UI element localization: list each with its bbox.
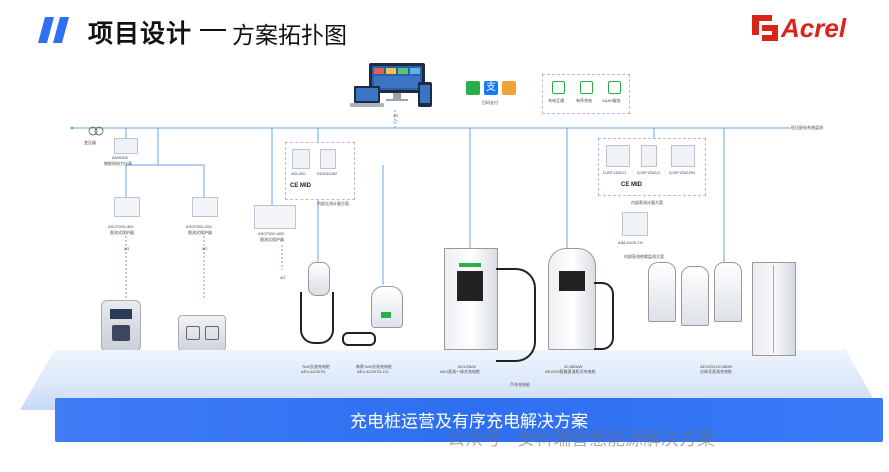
dc-meter-2-icon [641, 145, 657, 167]
dc-meter-model-3: DJSF1352-RN [669, 170, 696, 175]
page-subtitle: 方案拓扑图 [232, 22, 347, 48]
split-terminal-3-icon [714, 262, 742, 322]
power-cabinet-icon [752, 262, 796, 356]
ascp2-model: ASCP200-200 [186, 224, 212, 229]
charger-5-model: 分体式直流充电桩 [700, 369, 732, 374]
service-label-3: SAAS服务 [602, 98, 621, 103]
ascp3-net: 4G [280, 275, 286, 280]
aim-model: AIM-D100-TH [618, 240, 643, 245]
service-saas-icon [608, 81, 621, 94]
ev-group-label: 汽车充电桩 [510, 382, 530, 387]
aim-caption: 内部直流绝缘监测方案 [624, 254, 664, 259]
ascp1-model: ASCP200-300 [108, 224, 134, 229]
charger-2-model: AEV-AC007D-CU [357, 369, 389, 374]
transformer-icon [88, 123, 104, 136]
dc-meter-model-2: DJSF1352-D [637, 170, 661, 175]
ascp1-net: 4G [124, 246, 130, 251]
bus-left-label: 变压器 [84, 140, 96, 145]
ac-meter-box: ADL200 DDSD1352 CE MID [285, 142, 355, 200]
ac-meter-model-2: DDSD1352 [317, 171, 338, 176]
ascp1-desc: 限流式保护器 [110, 230, 134, 235]
ac-charger-cable-icon [300, 292, 334, 344]
ascp2-net: 4G [202, 246, 208, 251]
split-terminal-2-icon [681, 266, 709, 326]
charger-3-name: 60/120kW [458, 364, 477, 369]
ac-meter-caption: 内部交流计量方案 [317, 201, 349, 206]
dc-meter-box: DJSF1352-D DJSF1352-D DJSF1352-RN CE MID [598, 138, 706, 196]
ac-meter-model-1: ADL200 [291, 171, 306, 176]
service-exchange-icon [552, 81, 565, 94]
wechat-pay-icon [466, 81, 480, 95]
dc-cert-label: CE MID [621, 182, 642, 188]
service-label-1: 充电互通 [548, 98, 564, 103]
adl200-meter-icon [292, 149, 310, 169]
phone-icon [418, 82, 432, 107]
dc-meter-caption: 内部直流计量方案 [631, 200, 663, 205]
dc-integrated-charger-icon [444, 248, 498, 350]
split-terminal-1-icon [648, 262, 676, 322]
dc-meter-1-icon [606, 145, 630, 167]
dc-meter-3-icon [671, 145, 695, 167]
adw300-meter-icon [114, 138, 138, 154]
card-pay-icon [502, 81, 516, 95]
ascp2-desc: 限流式保护器 [188, 230, 212, 235]
monitor-icon [368, 62, 426, 102]
ac-charger-new-cable-icon [342, 332, 376, 346]
brand-name: Acrel [781, 13, 847, 43]
service-label-2: 有序充电 [576, 98, 592, 103]
charger-1-name: 7kW交流充电桩 [302, 364, 330, 369]
alipay-icon: 支 [484, 81, 498, 95]
pay-label: 扫码支付 [482, 100, 498, 105]
adw300-desc: 物联网电力仪表 [104, 161, 132, 166]
ascp-protector-2-icon [192, 197, 218, 217]
dc-charger-cable-icon [496, 268, 536, 362]
dc-cabinet-cable-icon [594, 282, 614, 350]
socket-2-icon [178, 315, 226, 351]
service-charge-icon [580, 81, 593, 94]
charger-2-name: 新款7kW交流充电桩 [356, 364, 392, 369]
services-box: 充电互通 有序充电 SAAS服务 [542, 74, 630, 114]
aim-module-icon [622, 212, 648, 236]
charger-1-model: AEV-AC007D [301, 369, 326, 374]
top-wifi-icon: ◠ [393, 120, 399, 126]
ac-cert-label: CE MID [290, 183, 311, 189]
solution-banner [55, 398, 883, 442]
ac-charger-7kw-icon [308, 262, 330, 296]
dc-meter-model-1: DJSF1352-D [603, 170, 627, 175]
header-bar-icon [38, 17, 74, 43]
adw300-model: ADW300 [112, 155, 129, 160]
title-separator [200, 29, 226, 31]
solution-banner-text: 充电桩运营及有序充电解决方案 [350, 412, 588, 431]
charger-4-name: 30-360kW [564, 364, 583, 369]
brand-logo-icon [750, 13, 780, 43]
ascp3-model: ASCP200-40D [258, 231, 285, 236]
bus-right-label: 低压配电系统监测 [791, 125, 823, 130]
charger-4-model: AEV200智能直流柜式充电桩 [545, 369, 596, 374]
page-title: 项目设计 [88, 20, 193, 48]
top-network-label: 4G [393, 113, 399, 118]
ac-charger-new-icon [371, 286, 403, 328]
card-reader-10-icon [101, 300, 141, 352]
watermark-text: 公众号 · 安科瑞智慧能源解决方案 [447, 429, 715, 449]
charger-5-name: AEV200-DC480M [700, 364, 732, 369]
ddsd1352-meter-icon [320, 149, 336, 169]
laptop-icon [350, 86, 384, 108]
dc-cabinet-charger-icon [548, 248, 596, 350]
charger-3-model: AEV直流一体式充电桩 [440, 369, 481, 374]
ascp-protector-1-icon [114, 197, 140, 217]
ascp-protector-3-icon [254, 205, 296, 229]
ascp3-desc: 限流式保护器 [260, 237, 284, 242]
